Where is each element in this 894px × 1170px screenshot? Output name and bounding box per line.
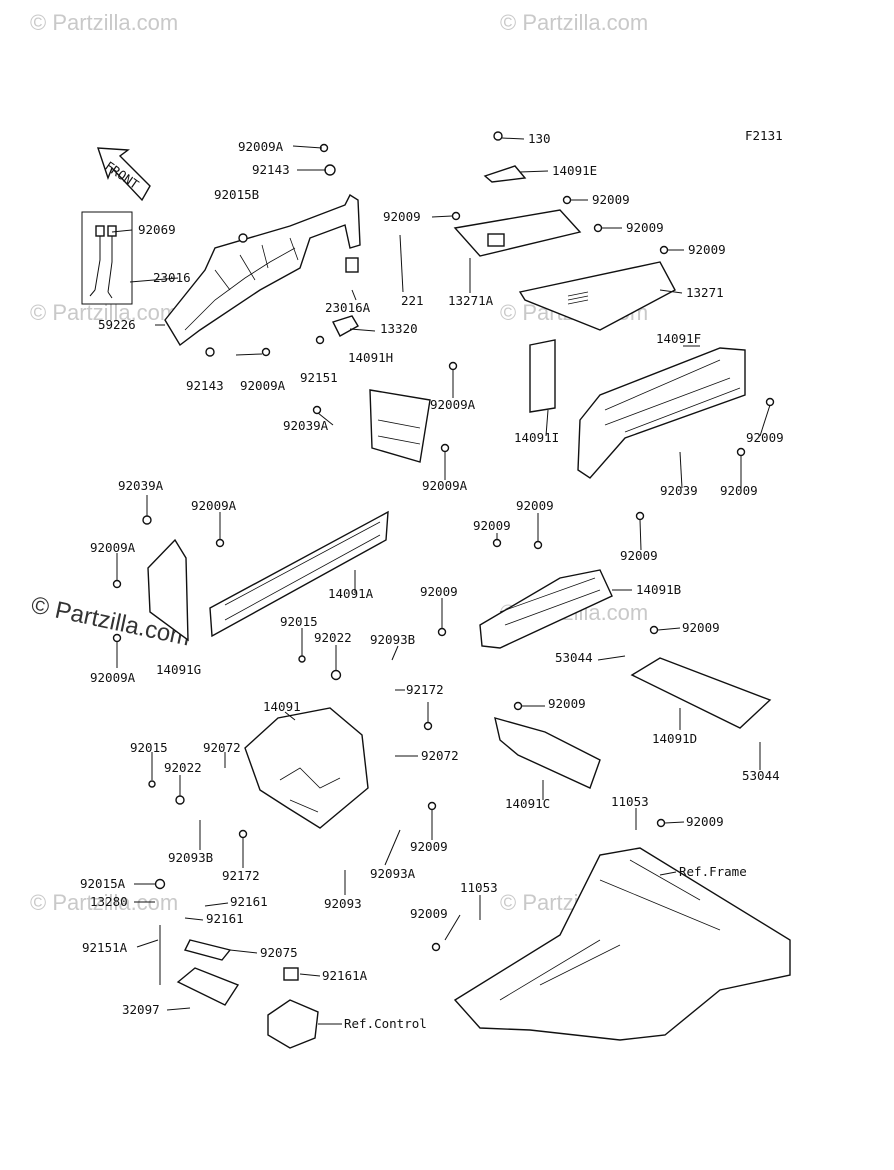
dash-panel-59226 bbox=[164, 193, 361, 347]
part-label: 92172 bbox=[222, 868, 260, 883]
part-label: 92143 bbox=[252, 162, 290, 177]
part-label: 92022 bbox=[314, 630, 352, 645]
part-label: 92009A bbox=[90, 540, 136, 555]
part-label: 92009 bbox=[682, 620, 720, 635]
part-label: 92015 bbox=[130, 740, 168, 755]
part-label: 14091G bbox=[156, 662, 201, 677]
watermark: © Partzilla.com bbox=[30, 10, 178, 35]
part-label: 92039 bbox=[660, 483, 698, 498]
part-label: 13280 bbox=[90, 894, 128, 909]
watermark: © Partzilla.com bbox=[500, 10, 648, 35]
panel-14091H bbox=[369, 389, 431, 463]
part-label: 23016 bbox=[153, 270, 191, 285]
part-label: 92072 bbox=[203, 740, 241, 755]
part-label: 92009 bbox=[410, 906, 448, 921]
part-label: 11053 bbox=[460, 880, 498, 895]
part-label: 92015A bbox=[80, 876, 126, 891]
leader-lines bbox=[111, 137, 771, 1025]
side-panel-14091A bbox=[147, 510, 389, 642]
part-label: 92009 bbox=[383, 209, 421, 224]
part-label: 92009A bbox=[191, 498, 237, 513]
part-label: 14091C bbox=[505, 796, 550, 811]
part-label: 13271A bbox=[448, 293, 494, 308]
part-label: 92161 bbox=[230, 894, 268, 909]
part-label: 14091 bbox=[263, 699, 301, 714]
part-label: 92161A bbox=[322, 968, 368, 983]
battery-tray-32097 bbox=[159, 925, 240, 1006]
part-label: 32097 bbox=[122, 1002, 160, 1017]
part-label: 59226 bbox=[98, 317, 136, 332]
part-label: 92009 bbox=[688, 242, 726, 257]
part-labels: 92009A 92143 92015B 92069 23016 59226 23… bbox=[80, 131, 784, 1031]
part-label: 221 bbox=[401, 293, 424, 308]
part-label: 92009A bbox=[90, 670, 136, 685]
part-label: 92009 bbox=[746, 430, 784, 445]
harness-box bbox=[81, 211, 133, 305]
part-label: 92172 bbox=[406, 682, 444, 697]
part-label: 23016A bbox=[325, 300, 371, 315]
part-label: 130 bbox=[528, 131, 551, 146]
part-label: 92093A bbox=[370, 866, 416, 881]
part-label: 92009 bbox=[516, 498, 554, 513]
part-label: 92015 bbox=[280, 614, 318, 629]
ref-frame-label: Ref.Frame bbox=[679, 864, 747, 879]
part-label: 92009 bbox=[410, 839, 448, 854]
part-label: 14091H bbox=[348, 350, 393, 365]
part-label: 14091F bbox=[656, 331, 701, 346]
part-label: 92015B bbox=[214, 187, 259, 202]
part-label: 11053 bbox=[611, 794, 649, 809]
part-label: 13271 bbox=[686, 285, 724, 300]
part-label: 92093 bbox=[324, 896, 362, 911]
part-label: 92069 bbox=[138, 222, 176, 237]
part-label: 92039A bbox=[283, 418, 329, 433]
part-label: 14091B bbox=[636, 582, 681, 597]
front-arrow-icon: FRONT bbox=[97, 147, 151, 202]
part-label: 92009 bbox=[620, 548, 658, 563]
storage-tub-14091 bbox=[244, 707, 369, 829]
part-label: 13320 bbox=[380, 321, 418, 336]
part-label: 92009 bbox=[686, 814, 724, 829]
part-label: 92072 bbox=[421, 748, 459, 763]
part-label: 92143 bbox=[186, 378, 224, 393]
part-label: 92009A bbox=[240, 378, 286, 393]
panel-14091D bbox=[630, 657, 772, 729]
part-label: 92151A bbox=[82, 940, 128, 955]
frame bbox=[453, 847, 791, 1041]
part-label: 92151 bbox=[300, 370, 338, 385]
ref-control-label: Ref.Control bbox=[344, 1016, 427, 1031]
part-label: 92093B bbox=[370, 632, 415, 647]
part-label: 14091D bbox=[652, 731, 697, 746]
part-label: 92075 bbox=[260, 945, 298, 960]
side-panel-14091F bbox=[529, 339, 746, 479]
floor-plate-13271 bbox=[518, 261, 676, 331]
floor-plate-13271A bbox=[453, 165, 582, 257]
part-label: 92009 bbox=[548, 696, 586, 711]
part-label: 14091E bbox=[552, 163, 597, 178]
part-label: 92039A bbox=[118, 478, 164, 493]
control-box bbox=[267, 967, 319, 1049]
part-label: 92009 bbox=[420, 584, 458, 599]
part-label: 92093B bbox=[168, 850, 213, 865]
part-label: 92009A bbox=[238, 139, 284, 154]
figure-code: F2131 bbox=[745, 128, 783, 143]
part-label: 92009A bbox=[422, 478, 468, 493]
part-label: 53044 bbox=[742, 768, 780, 783]
part-label: 92009 bbox=[473, 518, 511, 533]
part-label: 14091I bbox=[514, 430, 559, 445]
part-label: 92009A bbox=[430, 397, 476, 412]
panel-14091B bbox=[479, 569, 613, 649]
part-label: 14091A bbox=[328, 586, 374, 601]
part-label: 92022 bbox=[164, 760, 202, 775]
fasteners bbox=[112, 131, 775, 952]
part-label: 53044 bbox=[555, 650, 593, 665]
part-label: 92009 bbox=[720, 483, 758, 498]
part-label: 92009 bbox=[592, 192, 630, 207]
part-label: 92009 bbox=[626, 220, 664, 235]
panel-14091C bbox=[494, 717, 601, 789]
part-label: 92161 bbox=[206, 911, 244, 926]
